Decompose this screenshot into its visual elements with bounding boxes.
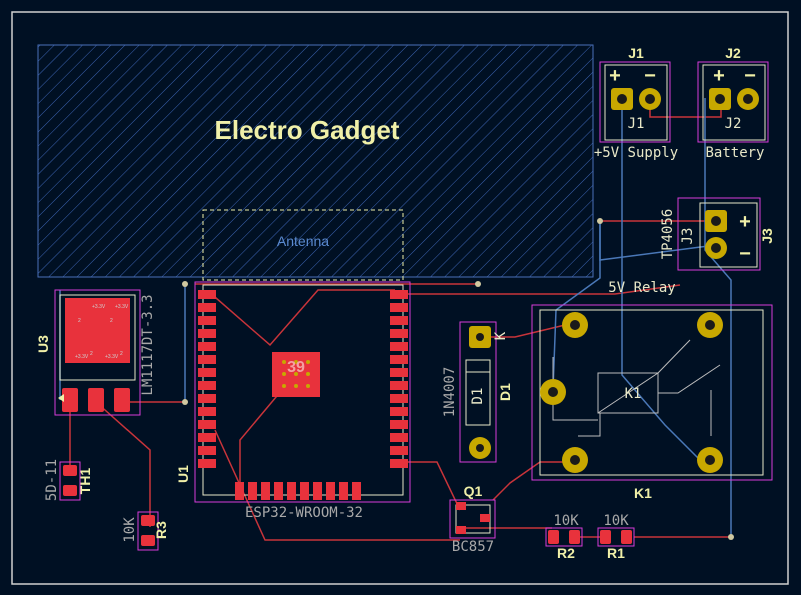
j1-value: +5V Supply	[594, 145, 678, 161]
d1-fab-ref: D1	[470, 388, 486, 405]
j3-minus-label: −	[739, 243, 751, 265]
j1-fab-ref: J1	[628, 116, 645, 132]
svg-text:2: 2	[110, 318, 113, 324]
th1-pad-1[interactable]	[63, 465, 77, 476]
keepout-zone	[37, 44, 594, 278]
r1-pad-2[interactable]	[621, 530, 632, 544]
board-title: Electro Gadget	[215, 115, 400, 145]
diode-d1[interactable]: K D1 D1 1N4007	[442, 321, 513, 463]
connector-j1[interactable]: J1 + − J1 +5V Supply	[594, 45, 678, 161]
u1-bottom-pins[interactable]	[235, 482, 361, 500]
r1-ref: R1	[607, 545, 625, 561]
resistor-r3[interactable]: R3 10K	[122, 511, 169, 551]
d1-ref: D1	[497, 383, 513, 401]
th1-ref: TH1	[77, 468, 93, 495]
r3-pad-1[interactable]	[141, 515, 155, 526]
u3-pin-2[interactable]	[88, 388, 104, 412]
q1-value: BC857	[452, 539, 494, 555]
vias	[182, 218, 734, 540]
front-copper-traces	[69, 98, 731, 541]
r1-pad-1[interactable]	[600, 530, 611, 544]
thermistor-th1[interactable]: TH1 5D-11	[44, 459, 93, 501]
antenna-area	[202, 209, 404, 281]
q1-pin-2[interactable]	[456, 526, 466, 534]
j3-plus-label: +	[739, 211, 751, 233]
antenna-label: Antenna	[277, 233, 329, 249]
u3-value: LM1117DT-3.3	[140, 294, 156, 395]
u3-pin-1[interactable]	[62, 388, 78, 412]
j2-ref: J2	[725, 45, 741, 61]
q1-pin-3[interactable]	[480, 514, 490, 522]
j3-value: TP4056	[660, 209, 676, 260]
r2-value: 10K	[553, 513, 579, 529]
relay-k1[interactable]: 5V Relay K1 K1	[531, 280, 773, 501]
u1-left-pins[interactable]	[198, 290, 216, 468]
j1-minus-label: −	[644, 65, 656, 87]
u3-ref: U3	[35, 335, 51, 353]
j1-ref: J1	[628, 45, 644, 61]
j2-minus-label: −	[744, 65, 756, 87]
j2-fab-ref: J2	[725, 116, 742, 132]
back-copper-traces	[59, 98, 732, 537]
th1-pad-2[interactable]	[63, 485, 77, 496]
r2-ref: R2	[557, 545, 575, 561]
d1-value: 1N4007	[442, 367, 458, 418]
k1-fab-ref: K1	[625, 386, 642, 402]
d1-k-label: K	[493, 331, 509, 340]
k1-value: 5V Relay	[608, 280, 675, 296]
board-edge	[11, 11, 789, 585]
svg-text:2: 2	[120, 351, 123, 357]
transistor-q1[interactable]: Q1 BC857	[449, 483, 496, 555]
svg-text:+3.3V: +3.3V	[105, 354, 119, 360]
u1-value: ESP32-WROOM-32	[245, 505, 363, 521]
resistor-r1[interactable]: R1 10K	[597, 513, 635, 561]
u3-tab-pad[interactable]	[65, 298, 130, 363]
connector-j3[interactable]: J3 TP4056 J3 + −	[660, 197, 775, 271]
q1-pin-1[interactable]	[456, 502, 466, 510]
u1-pad-label: 39	[287, 359, 305, 376]
r1-value: 10K	[603, 513, 629, 529]
regulator-u3[interactable]: 2 +3.3V 2 +3.3V +3.3V 2 +3.3V 2 U3 LM111…	[35, 289, 156, 416]
r3-value: 10K	[122, 517, 138, 543]
th1-value: 5D-11	[44, 459, 60, 501]
j3-ref: J3	[759, 228, 775, 244]
svg-text:2: 2	[78, 318, 81, 324]
k1-ref: K1	[634, 485, 652, 501]
module-u1[interactable]: U1 ESP32-WROOM-32	[175, 281, 411, 521]
connector-j2[interactable]: J2 + − J2 Battery	[697, 45, 769, 161]
u1-ref: U1	[175, 465, 191, 483]
q1-ref: Q1	[464, 483, 483, 499]
j1-plus-label: +	[609, 65, 621, 87]
j2-value: Battery	[705, 145, 764, 161]
j3-fab-ref: J3	[680, 228, 696, 245]
svg-text:+3.3V: +3.3V	[75, 354, 89, 360]
r2-pad-1[interactable]	[548, 530, 559, 544]
u1-right-pins[interactable]	[390, 290, 408, 468]
svg-text:+3.3V: +3.3V	[115, 304, 129, 310]
resistor-r2[interactable]: R2 10K	[545, 513, 583, 561]
r2-pad-2[interactable]	[569, 530, 580, 544]
r3-ref: R3	[153, 521, 169, 539]
u3-pin-3[interactable]	[114, 388, 130, 412]
svg-text:2: 2	[90, 351, 93, 357]
j2-plus-label: +	[713, 65, 725, 87]
svg-text:+3.3V: +3.3V	[92, 304, 106, 310]
r3-pad-2[interactable]	[141, 535, 155, 546]
